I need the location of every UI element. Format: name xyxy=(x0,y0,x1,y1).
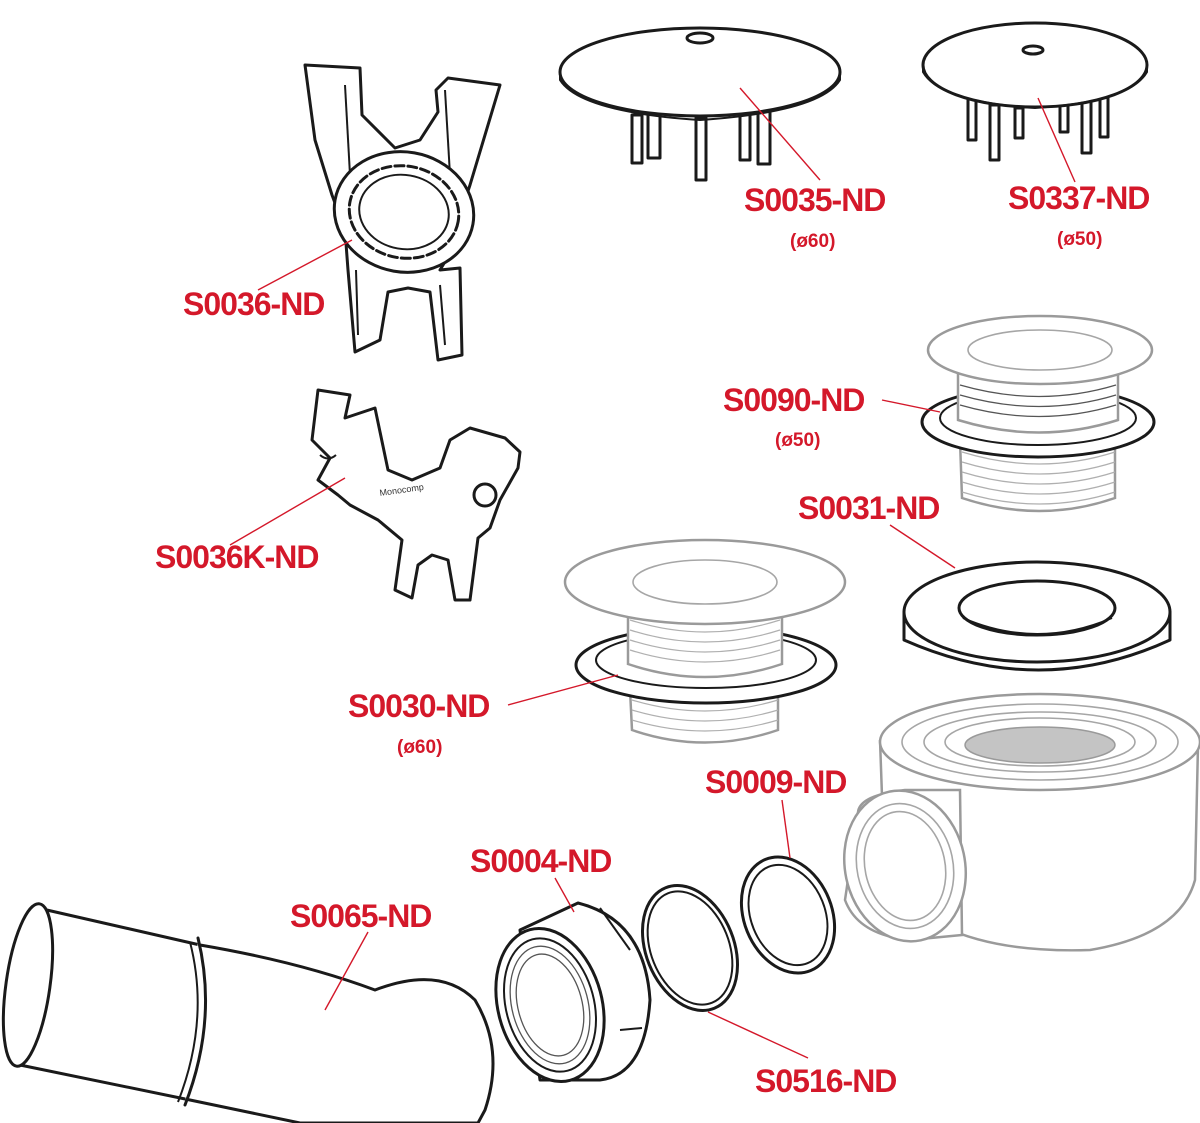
part-trap-body xyxy=(842,692,1200,952)
label-s0516: S0516-ND xyxy=(755,1063,896,1099)
part-s0031-gasket xyxy=(902,560,1172,672)
label-s0030-size: (ø60) xyxy=(397,737,442,758)
label-s0337-size: (ø50) xyxy=(1057,229,1102,250)
label-s0030: S0030-ND xyxy=(348,688,489,724)
part-s0516-oring xyxy=(640,884,740,1012)
label-s0035-size: (ø60) xyxy=(790,231,835,252)
label-s0036k: S0036K-ND xyxy=(155,539,319,575)
label-s0036: S0036-ND xyxy=(183,286,324,322)
part-s0036-key xyxy=(303,63,502,362)
label-s0090: S0090-ND xyxy=(723,382,864,418)
leader-lines xyxy=(229,87,1076,1059)
part-labels: S0036-ND S0035-ND (ø60) S0337-ND (ø50) S… xyxy=(155,180,1150,1099)
part-s0009-ring xyxy=(739,855,837,975)
part-s0065-elbow xyxy=(1,902,495,1123)
part-s0090-drain-body xyxy=(920,314,1156,513)
label-s0031: S0031-ND xyxy=(798,490,939,526)
part-s0036k-wrench: Monocomp xyxy=(310,388,522,602)
part-s0337-cover xyxy=(921,21,1149,162)
part-s0035-cover xyxy=(558,26,842,182)
label-s0065: S0065-ND xyxy=(290,898,431,934)
part-s0030-drain-body xyxy=(563,538,847,744)
part-s0004-nut xyxy=(494,901,652,1084)
label-s0035: S0035-ND xyxy=(744,182,885,218)
label-s0090-size: (ø50) xyxy=(775,430,820,451)
label-s0004: S0004-ND xyxy=(470,843,611,879)
label-s0009: S0009-ND xyxy=(705,764,846,800)
label-s0337: S0337-ND xyxy=(1008,180,1149,216)
